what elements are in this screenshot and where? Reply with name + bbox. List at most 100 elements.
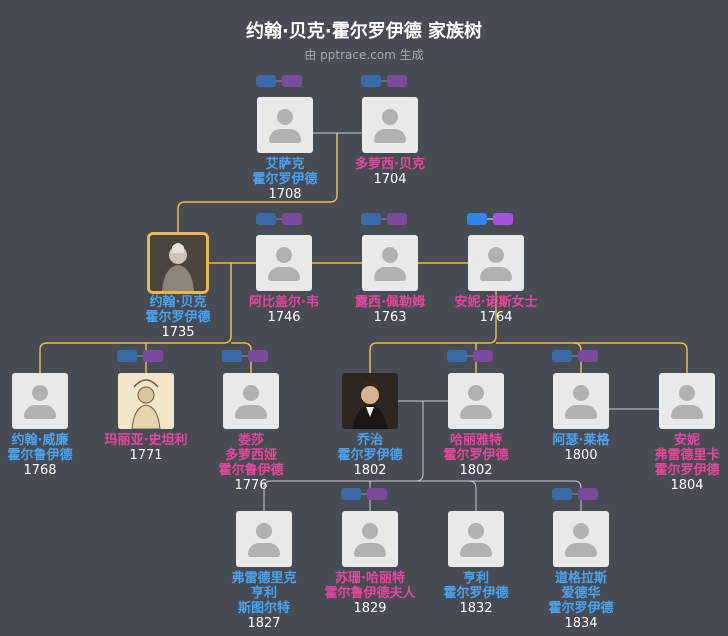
expand-ancestors-button[interactable]: [341, 488, 361, 500]
branch-toggle[interactable]: [222, 350, 268, 364]
toggle-link: [242, 355, 248, 357]
expand-descendants-button[interactable]: [473, 350, 493, 362]
branch-toggle[interactable]: [361, 75, 407, 89]
person-birth-year: 1704: [373, 172, 407, 187]
expand-ancestors-button[interactable]: [361, 213, 381, 225]
expand-ancestors-button[interactable]: [467, 213, 487, 225]
branch-toggle[interactable]: [552, 350, 598, 364]
person-name-line: 安妮: [673, 433, 700, 448]
expand-ancestors-button[interactable]: [256, 75, 276, 87]
expand-descendants-button[interactable]: [248, 350, 268, 362]
expand-descendants-button[interactable]: [143, 350, 163, 362]
descent-line: [177, 133, 338, 235]
person-portrait: [342, 373, 398, 429]
person-name: 阿比盖尔·韦: [214, 295, 354, 310]
expand-descendants-button[interactable]: [578, 350, 598, 362]
person-avatar-icon: [12, 373, 68, 429]
person-avatar-icon: [553, 511, 609, 567]
branch-toggle[interactable]: [447, 350, 493, 364]
expand-descendants-button[interactable]: [282, 213, 302, 225]
person-name-line: 约翰·威廉: [11, 433, 69, 448]
descent-line: [369, 263, 497, 373]
branch-toggle[interactable]: [256, 213, 302, 227]
descent-line: [231, 342, 252, 373]
person-name-line: 霍尔罗伊德: [145, 310, 211, 325]
person-name-line: 多萝西·贝克: [355, 157, 425, 172]
expand-descendants-button[interactable]: [387, 213, 407, 225]
toggle-link: [361, 493, 367, 495]
person-avatar-icon: [236, 511, 292, 567]
person-name-line: 亨利: [462, 571, 489, 586]
branch-toggle[interactable]: [361, 213, 407, 227]
expand-ancestors-button[interactable]: [447, 350, 467, 362]
person-name-line: 露西·佩勒姆: [355, 295, 425, 310]
descent-line: [39, 263, 232, 373]
branch-toggle[interactable]: [467, 213, 513, 227]
person-avatar-icon: [362, 235, 418, 291]
toggle-link: [276, 80, 282, 82]
person-avatar-icon: [223, 373, 279, 429]
person-avatar-icon: [448, 373, 504, 429]
person-name: 亨利霍尔罗伊德: [406, 571, 546, 601]
person-name: 娄莎多萝西娅霍尔鲁伊德: [181, 433, 321, 478]
descent-line: [263, 401, 424, 511]
expand-ancestors-button[interactable]: [552, 350, 572, 362]
branch-toggle[interactable]: [117, 350, 163, 364]
toggle-link: [276, 218, 282, 220]
person-name-line: 霍尔罗伊德: [337, 448, 403, 463]
person-name: 艾萨克霍尔罗伊德: [215, 157, 355, 187]
person-name-line: 霍尔罗伊德: [654, 463, 720, 478]
expand-descendants-button[interactable]: [493, 213, 513, 225]
expand-ancestors-button[interactable]: [361, 75, 381, 87]
person-name-line: 斯图尔特: [237, 601, 290, 616]
expand-descendants-button[interactable]: [387, 75, 407, 87]
person-name: 道格拉斯爱德华霍尔罗伊德: [511, 571, 651, 616]
person-name: 多萝西·贝克: [320, 157, 460, 172]
expand-descendants-button[interactable]: [578, 488, 598, 500]
expand-ancestors-button[interactable]: [222, 350, 242, 362]
descent-line: [416, 480, 477, 511]
person-name: 约翰·威廉霍尔鲁伊德: [0, 433, 110, 463]
person-name-line: 多萝西娅: [224, 448, 277, 463]
person-avatar-icon: [468, 235, 524, 291]
person-name-line: 弗雷德里克: [231, 571, 297, 586]
person-avatar-icon: [342, 511, 398, 567]
person-name-line: 爱德华: [561, 586, 601, 601]
branch-toggle[interactable]: [552, 488, 598, 502]
person-portrait: [150, 235, 206, 291]
expand-ancestors-button[interactable]: [552, 488, 572, 500]
person-name: 安妮·诺斯女士: [426, 295, 566, 310]
expand-ancestors-button[interactable]: [117, 350, 137, 362]
person-birth-year: 1735: [161, 325, 195, 340]
person-birth-year: 1746: [267, 310, 301, 325]
expand-ancestors-button[interactable]: [256, 213, 276, 225]
branch-toggle[interactable]: [256, 75, 302, 89]
descent-line: [574, 342, 688, 373]
person-name-line: 玛丽亚·史坦利: [104, 433, 188, 448]
person-name-line: 阿瑟·莱格: [552, 433, 610, 448]
toggle-link: [381, 218, 387, 220]
branch-toggle[interactable]: [341, 488, 387, 502]
person-avatar-icon: [553, 373, 609, 429]
person-name: 阿瑟·莱格: [511, 433, 651, 448]
expand-descendants-button[interactable]: [367, 488, 387, 500]
expand-descendants-button[interactable]: [282, 75, 302, 87]
person-name-line: 娄莎: [237, 433, 264, 448]
